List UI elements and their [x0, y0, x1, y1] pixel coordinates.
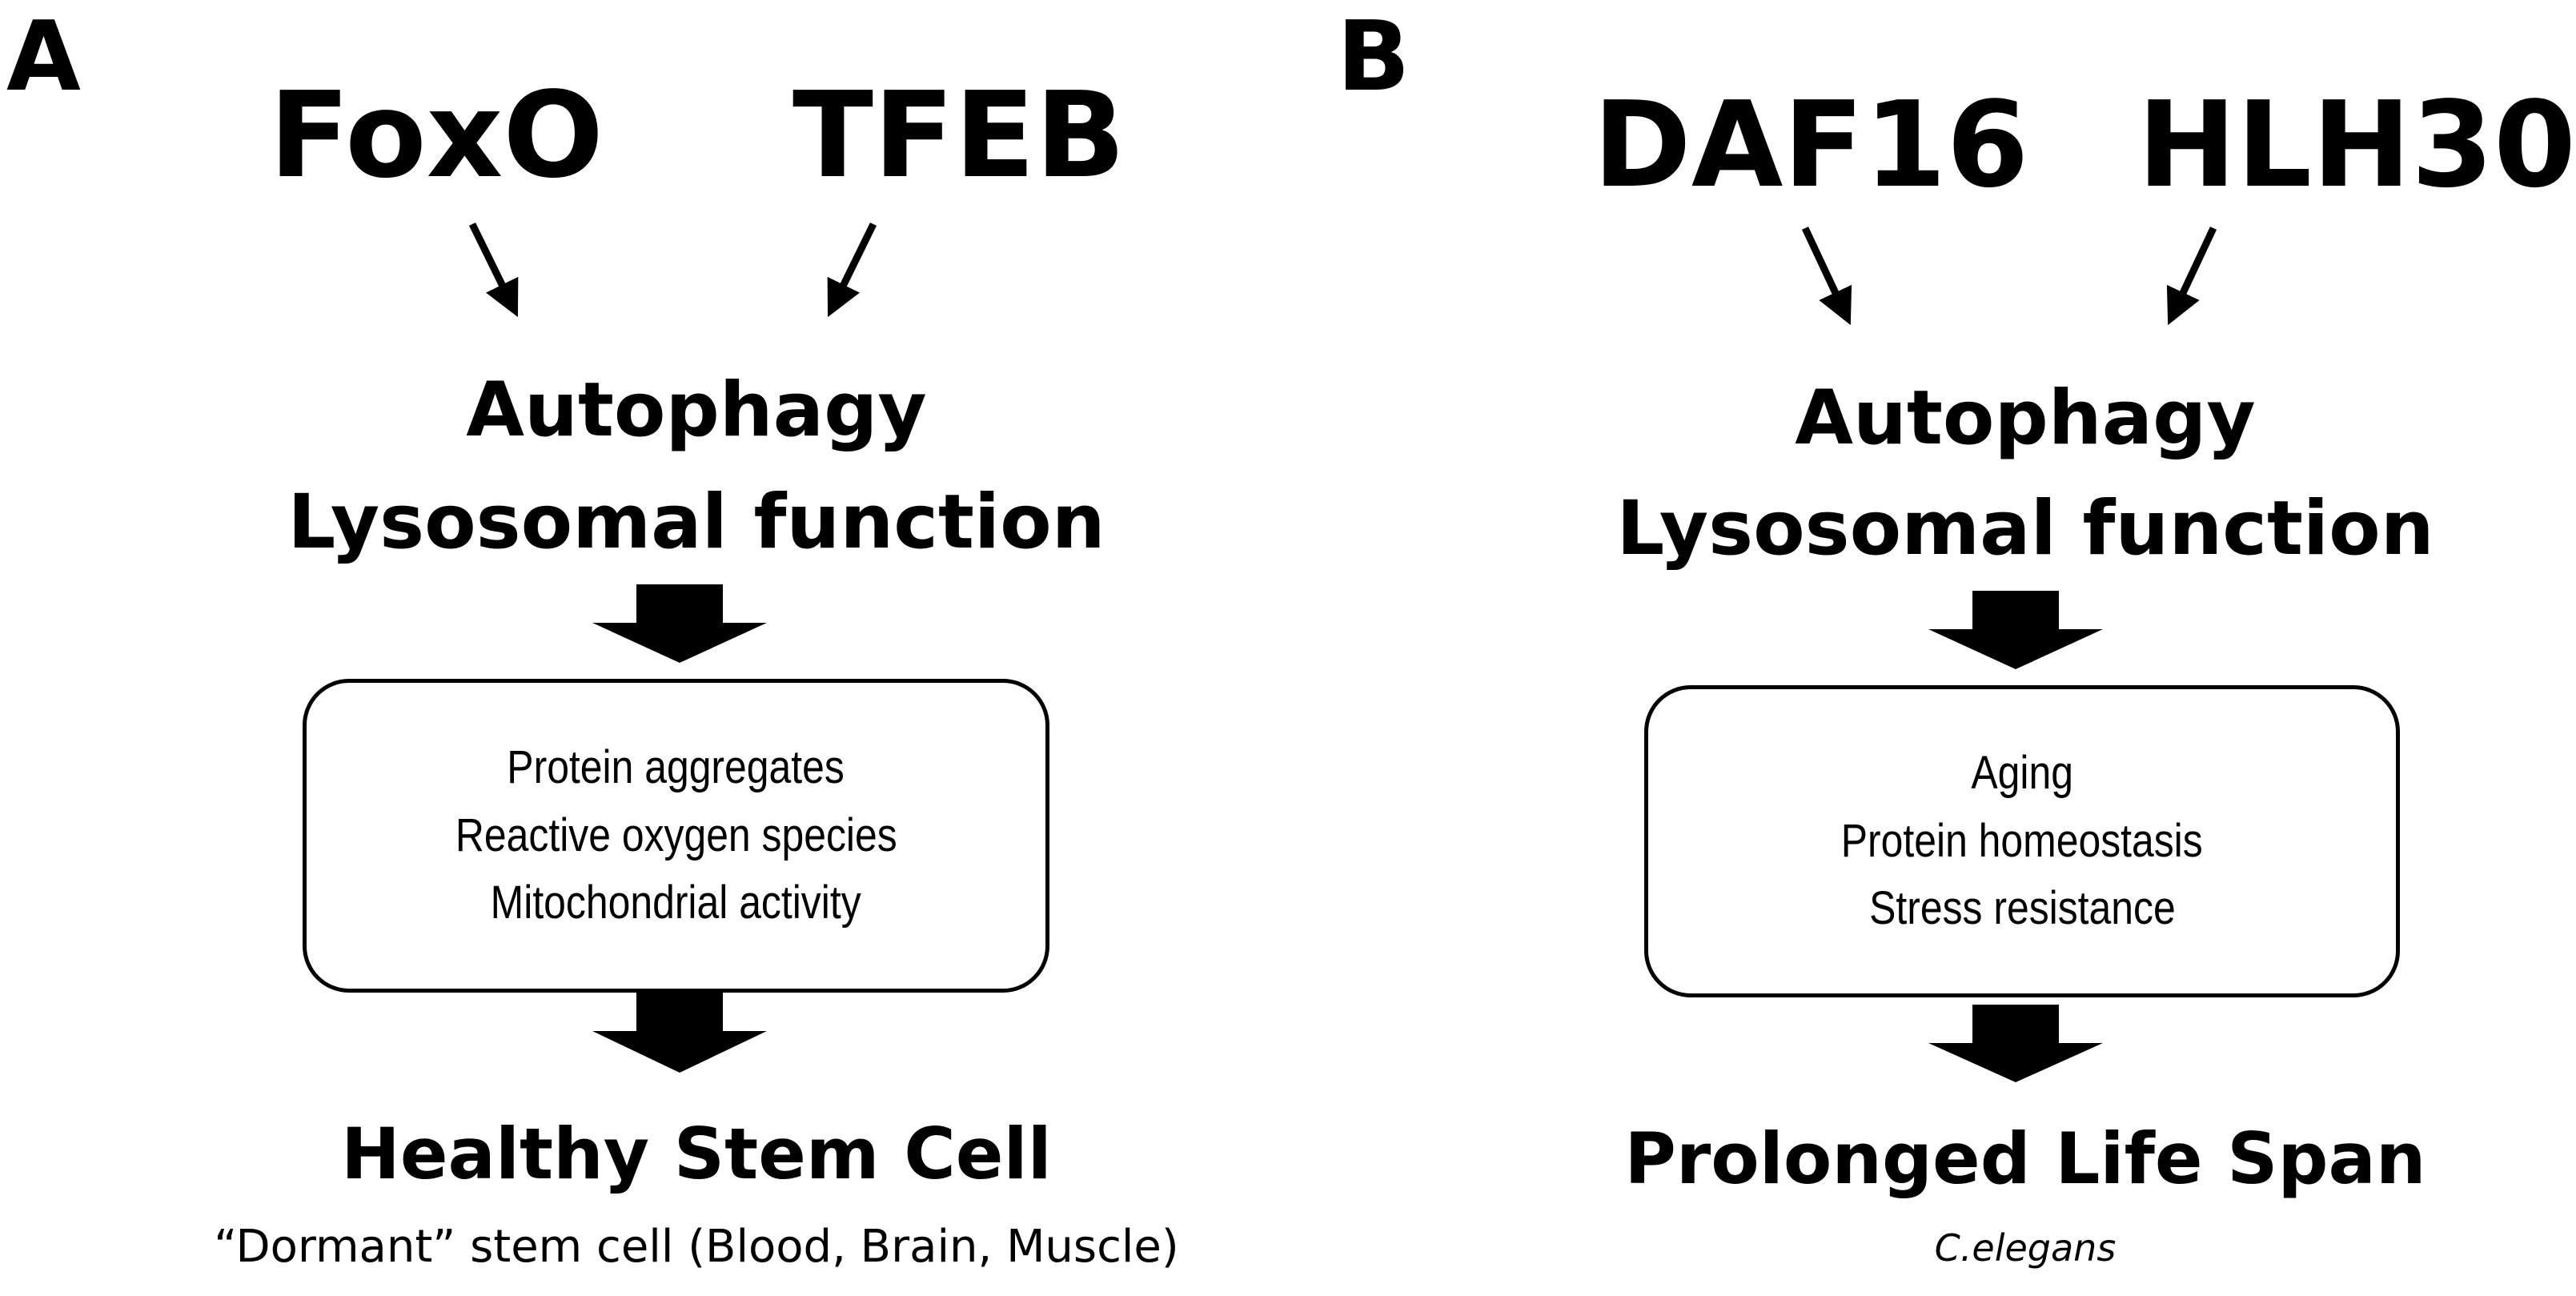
panel-a-effect-2: Reactive oxygen species: [455, 808, 897, 861]
panel-a-effect-1: Protein aggregates: [507, 740, 845, 793]
panel-b-effect-2: Protein homeostasis: [1841, 814, 2203, 867]
panel-a-arrow-tfeb: [827, 223, 877, 318]
panel-b-process-lysosomal: Lysosomal function: [1616, 485, 2434, 572]
panel-a-effect-3: Mitochondrial activity: [491, 877, 861, 929]
panel-b-effect-1: Aging: [1971, 746, 2073, 799]
panel-b-arrow-daf16: [1801, 227, 1852, 326]
panel-a-factor-foxo: FoxO: [269, 66, 604, 204]
panel-b-block-arrow-1: [1928, 591, 2103, 669]
panel-a-process-lysosomal: Lysosomal function: [287, 479, 1105, 566]
panel-a-letter: A: [6, 2, 81, 113]
panel-b-letter: B: [1337, 2, 1410, 113]
panel-b-outcome-note: C.elegans: [1934, 1226, 2117, 1270]
panel-a-process-autophagy: Autophagy: [466, 367, 927, 454]
panel-a-outcome-note: “Dormant” stem cell (Blood, Brain, Muscl…: [214, 1221, 1179, 1273]
panel-a-block-arrow-1: [592, 584, 767, 663]
panel-b-arrow-hlh30: [2166, 227, 2217, 326]
panel-a-factor-tfeb: TFEB: [792, 66, 1125, 204]
panel-b-factor-hlh30: HLH30: [2137, 76, 2576, 214]
panel-a-arrow-foxo: [468, 223, 519, 318]
panel-b-effects-box: Aging Protein homeostasis Stress resista…: [1644, 685, 2400, 997]
panel-a-effects-box: Protein aggregates Reactive oxygen speci…: [303, 679, 1049, 993]
panel-b-process-autophagy: Autophagy: [1795, 375, 2256, 462]
panel-b-block-arrow-2: [1928, 1005, 2103, 1082]
arrows-layer: [468, 223, 2217, 1082]
panel-b-outcome: Prolonged Life Span: [1624, 1117, 2426, 1200]
panel-b-factor-daf16: DAF16: [1593, 76, 2029, 214]
panel-b-effect-3: Stress resistance: [1868, 882, 2176, 935]
panel-a-outcome: Healthy Stem Cell: [341, 1113, 1052, 1195]
panel-a-block-arrow-2: [592, 993, 767, 1073]
